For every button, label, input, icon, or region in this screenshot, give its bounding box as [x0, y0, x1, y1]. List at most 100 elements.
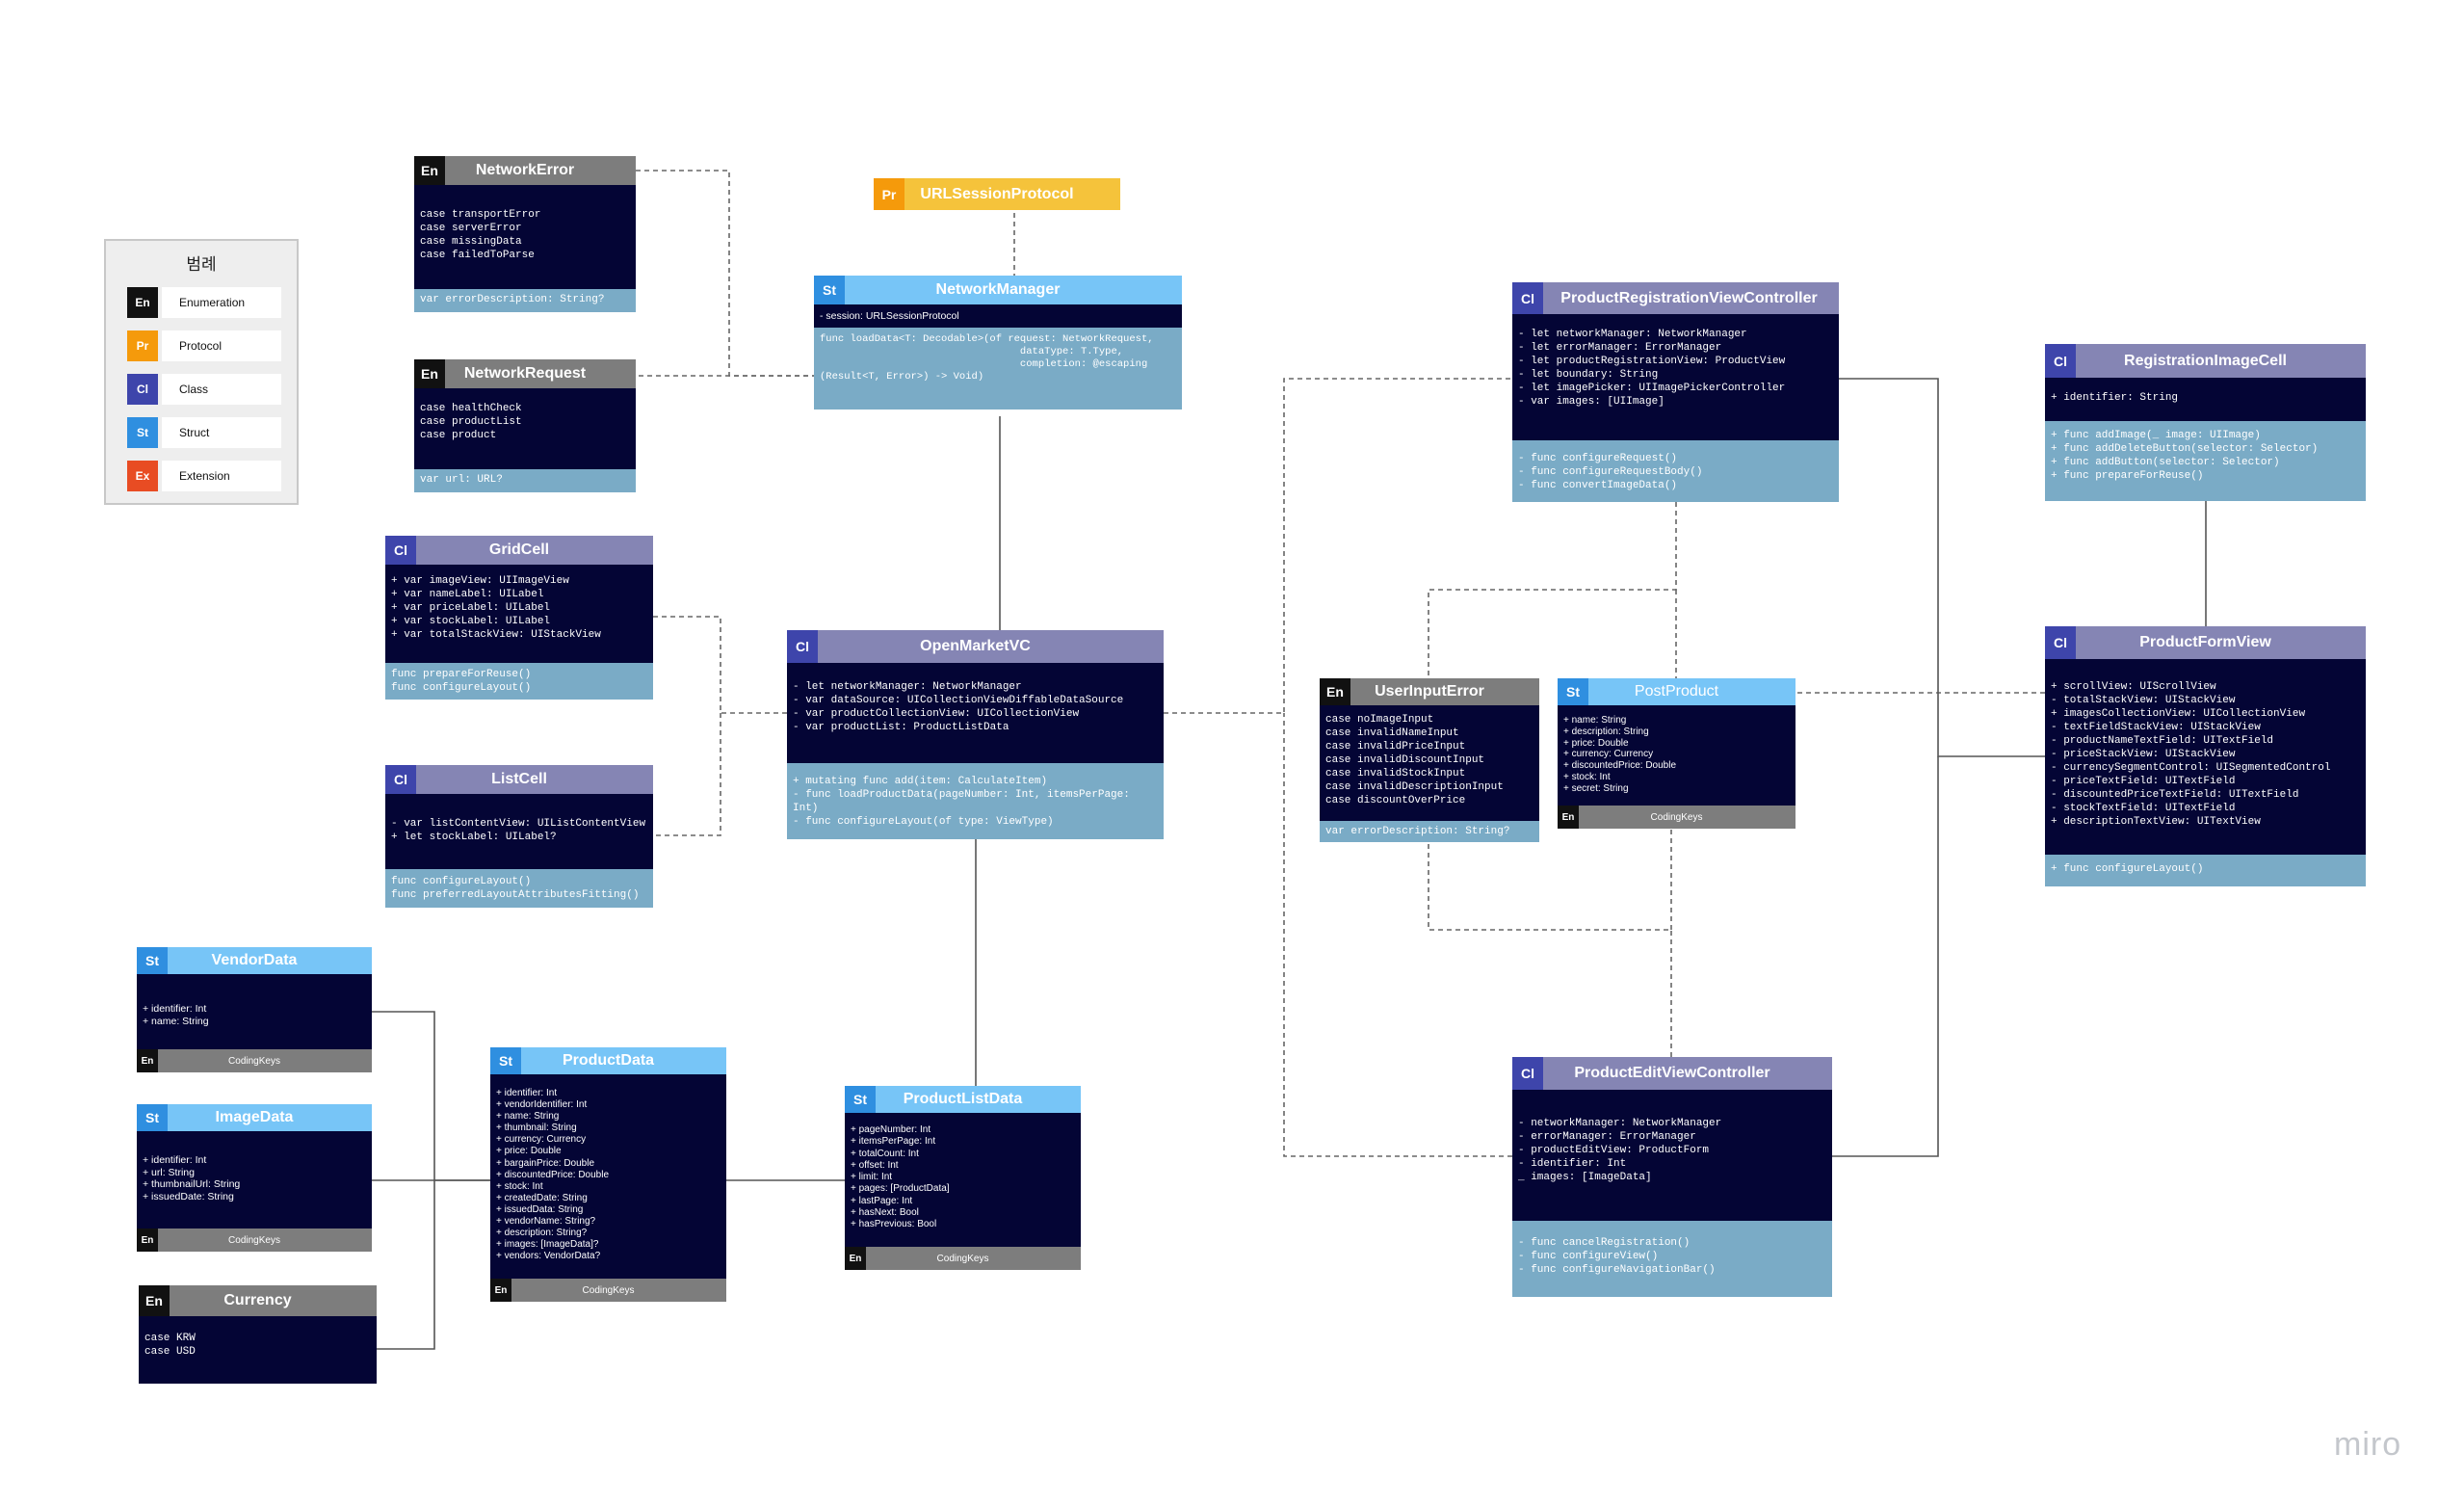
codingkeys-label: CodingKeys — [1650, 811, 1703, 823]
vendordata-properties: + identifier: Int + name: String — [137, 974, 372, 1049]
legend-badge: Cl — [127, 374, 158, 405]
productdata-properties: + identifier: Int + vendorIdentifier: In… — [490, 1074, 726, 1279]
gridcell-methods: func prepareForReuse() func configureLay… — [385, 663, 653, 700]
codingkeys-label: CodingKeys — [228, 1055, 280, 1067]
networkerror-header: En NetworkError — [414, 156, 636, 185]
productregistrationvc-title: ProductRegistrationViewController — [1560, 289, 1818, 306]
enum-badge: En — [490, 1279, 511, 1302]
codingkeys-label: CodingKeys — [228, 1234, 280, 1246]
networkmanager-header: St NetworkManager — [814, 276, 1182, 304]
legend-badge: En — [127, 287, 158, 318]
postproduct-title: PostProduct — [1634, 683, 1719, 700]
networkmanager-properties: - session: URLSessionProtocol — [814, 304, 1182, 328]
registrationimagecell-properties: + identifier: String — [2045, 378, 2366, 421]
legend-item-enumeration: En Enumeration — [127, 287, 281, 318]
link-openmarketvc-gridcell — [653, 616, 787, 714]
listcell-methods: func configureLayout() func preferredLay… — [385, 869, 653, 908]
productlistdata-properties: + pageNumber: Int + itemsPerPage: Int + … — [845, 1113, 1081, 1247]
networkmanager-box[interactable]: St NetworkManager - session: URLSessionPr… — [814, 276, 1182, 410]
imagedata-title: ImageData — [215, 1109, 294, 1125]
userinputerror-methods: var errorDescription: String? — [1320, 821, 1539, 842]
openmarketvc-methods: + mutating func add(item: CalculateItem)… — [787, 763, 1164, 839]
openmarketvc-title: OpenMarketVC — [920, 638, 1031, 654]
vendordata-title: VendorData — [211, 952, 298, 968]
legend-item-struct: St Struct — [127, 417, 281, 448]
gridcell-title: GridCell — [488, 542, 550, 558]
networkerror-methods: var errorDescription: String? — [414, 289, 636, 312]
link-registrationvc-userinputerror — [1428, 502, 1677, 678]
productregistrationvc-methods: - func configureRequest() - func configu… — [1512, 440, 1839, 502]
imagedata-properties: + identifier: Int + url: String + thumbn… — [137, 1131, 372, 1229]
vendordata-codingkeys: En CodingKeys — [137, 1049, 372, 1072]
producteditvc-methods: - func cancelRegistration() - func confi… — [1512, 1221, 1832, 1297]
networkrequest-methods: var url: URL? — [414, 469, 636, 492]
link-currency-productdata — [377, 1180, 435, 1350]
struct-badge: St — [490, 1047, 521, 1074]
struct-badge: St — [1558, 678, 1588, 705]
productregistrationvc-header: Cl ProductRegistrationViewController — [1512, 282, 1839, 314]
enum-badge: En — [845, 1247, 866, 1270]
vendordata-header: St VendorData — [137, 947, 372, 974]
enum-badge: En — [414, 156, 445, 185]
postproduct-codingkeys: En CodingKeys — [1558, 806, 1796, 829]
userinputerror-cases: case noImageInput case invalidNameInput … — [1320, 705, 1539, 821]
currency-title: Currency — [223, 1292, 292, 1308]
openmarketvc-header: Cl OpenMarketVC — [787, 630, 1164, 663]
networkmanager-title: NetworkManager — [935, 281, 1061, 298]
productformview-methods: + func configureLayout() — [2045, 855, 2366, 886]
networkmanager-methods: func loadData<T: Decodable>(of request: … — [814, 328, 1182, 410]
legend-label: Class — [162, 374, 281, 405]
struct-badge: St — [137, 947, 168, 974]
codingkeys-label: CodingKeys — [936, 1253, 989, 1264]
networkerror-title: NetworkError — [475, 162, 575, 178]
registrationimagecell-title: RegistrationImageCell — [2124, 352, 2287, 369]
networkrequest-title: NetworkRequest — [463, 365, 587, 382]
link-registrationvc-formview — [1839, 378, 2045, 757]
legend-label: Struct — [162, 417, 281, 448]
legend-badge: St — [127, 417, 158, 448]
enum-badge: En — [414, 359, 445, 388]
enum-badge: En — [1558, 806, 1579, 829]
enum-badge: En — [137, 1229, 158, 1252]
gridcell-header: Cl GridCell — [385, 536, 653, 565]
productregistrationvc-properties: - let networkManager: NetworkManager - l… — [1512, 314, 1839, 440]
networkrequest-box[interactable]: En NetworkRequest case healthCheck case p… — [414, 359, 636, 492]
userinputerror-title: UserInputError — [1375, 683, 1484, 700]
struct-badge: St — [814, 276, 845, 304]
networkrequest-header: En NetworkRequest — [414, 359, 636, 388]
productregistrationvc-box[interactable]: Cl ProductRegistrationViewController - le… — [1512, 282, 1839, 502]
class-badge: Cl — [1512, 282, 1543, 314]
legend-label: Protocol — [162, 330, 281, 361]
legend-badge: Pr — [127, 330, 158, 361]
legend-panel: 범례 En Enumeration Pr Protocol Cl Class S… — [104, 239, 299, 505]
legend-item-class: Cl Class — [127, 374, 281, 405]
legend-label: Extension — [162, 461, 281, 491]
networkrequest-cases: case healthCheck case productList case p… — [414, 388, 636, 469]
vendordata-box[interactable]: St VendorData + identifier: Int + name: S… — [137, 947, 372, 1072]
urlsessionprotocol-title: URLSessionProtocol — [920, 185, 1074, 202]
class-badge: Cl — [385, 536, 416, 565]
enum-badge: En — [137, 1049, 158, 1072]
class-badge: Cl — [787, 630, 818, 663]
